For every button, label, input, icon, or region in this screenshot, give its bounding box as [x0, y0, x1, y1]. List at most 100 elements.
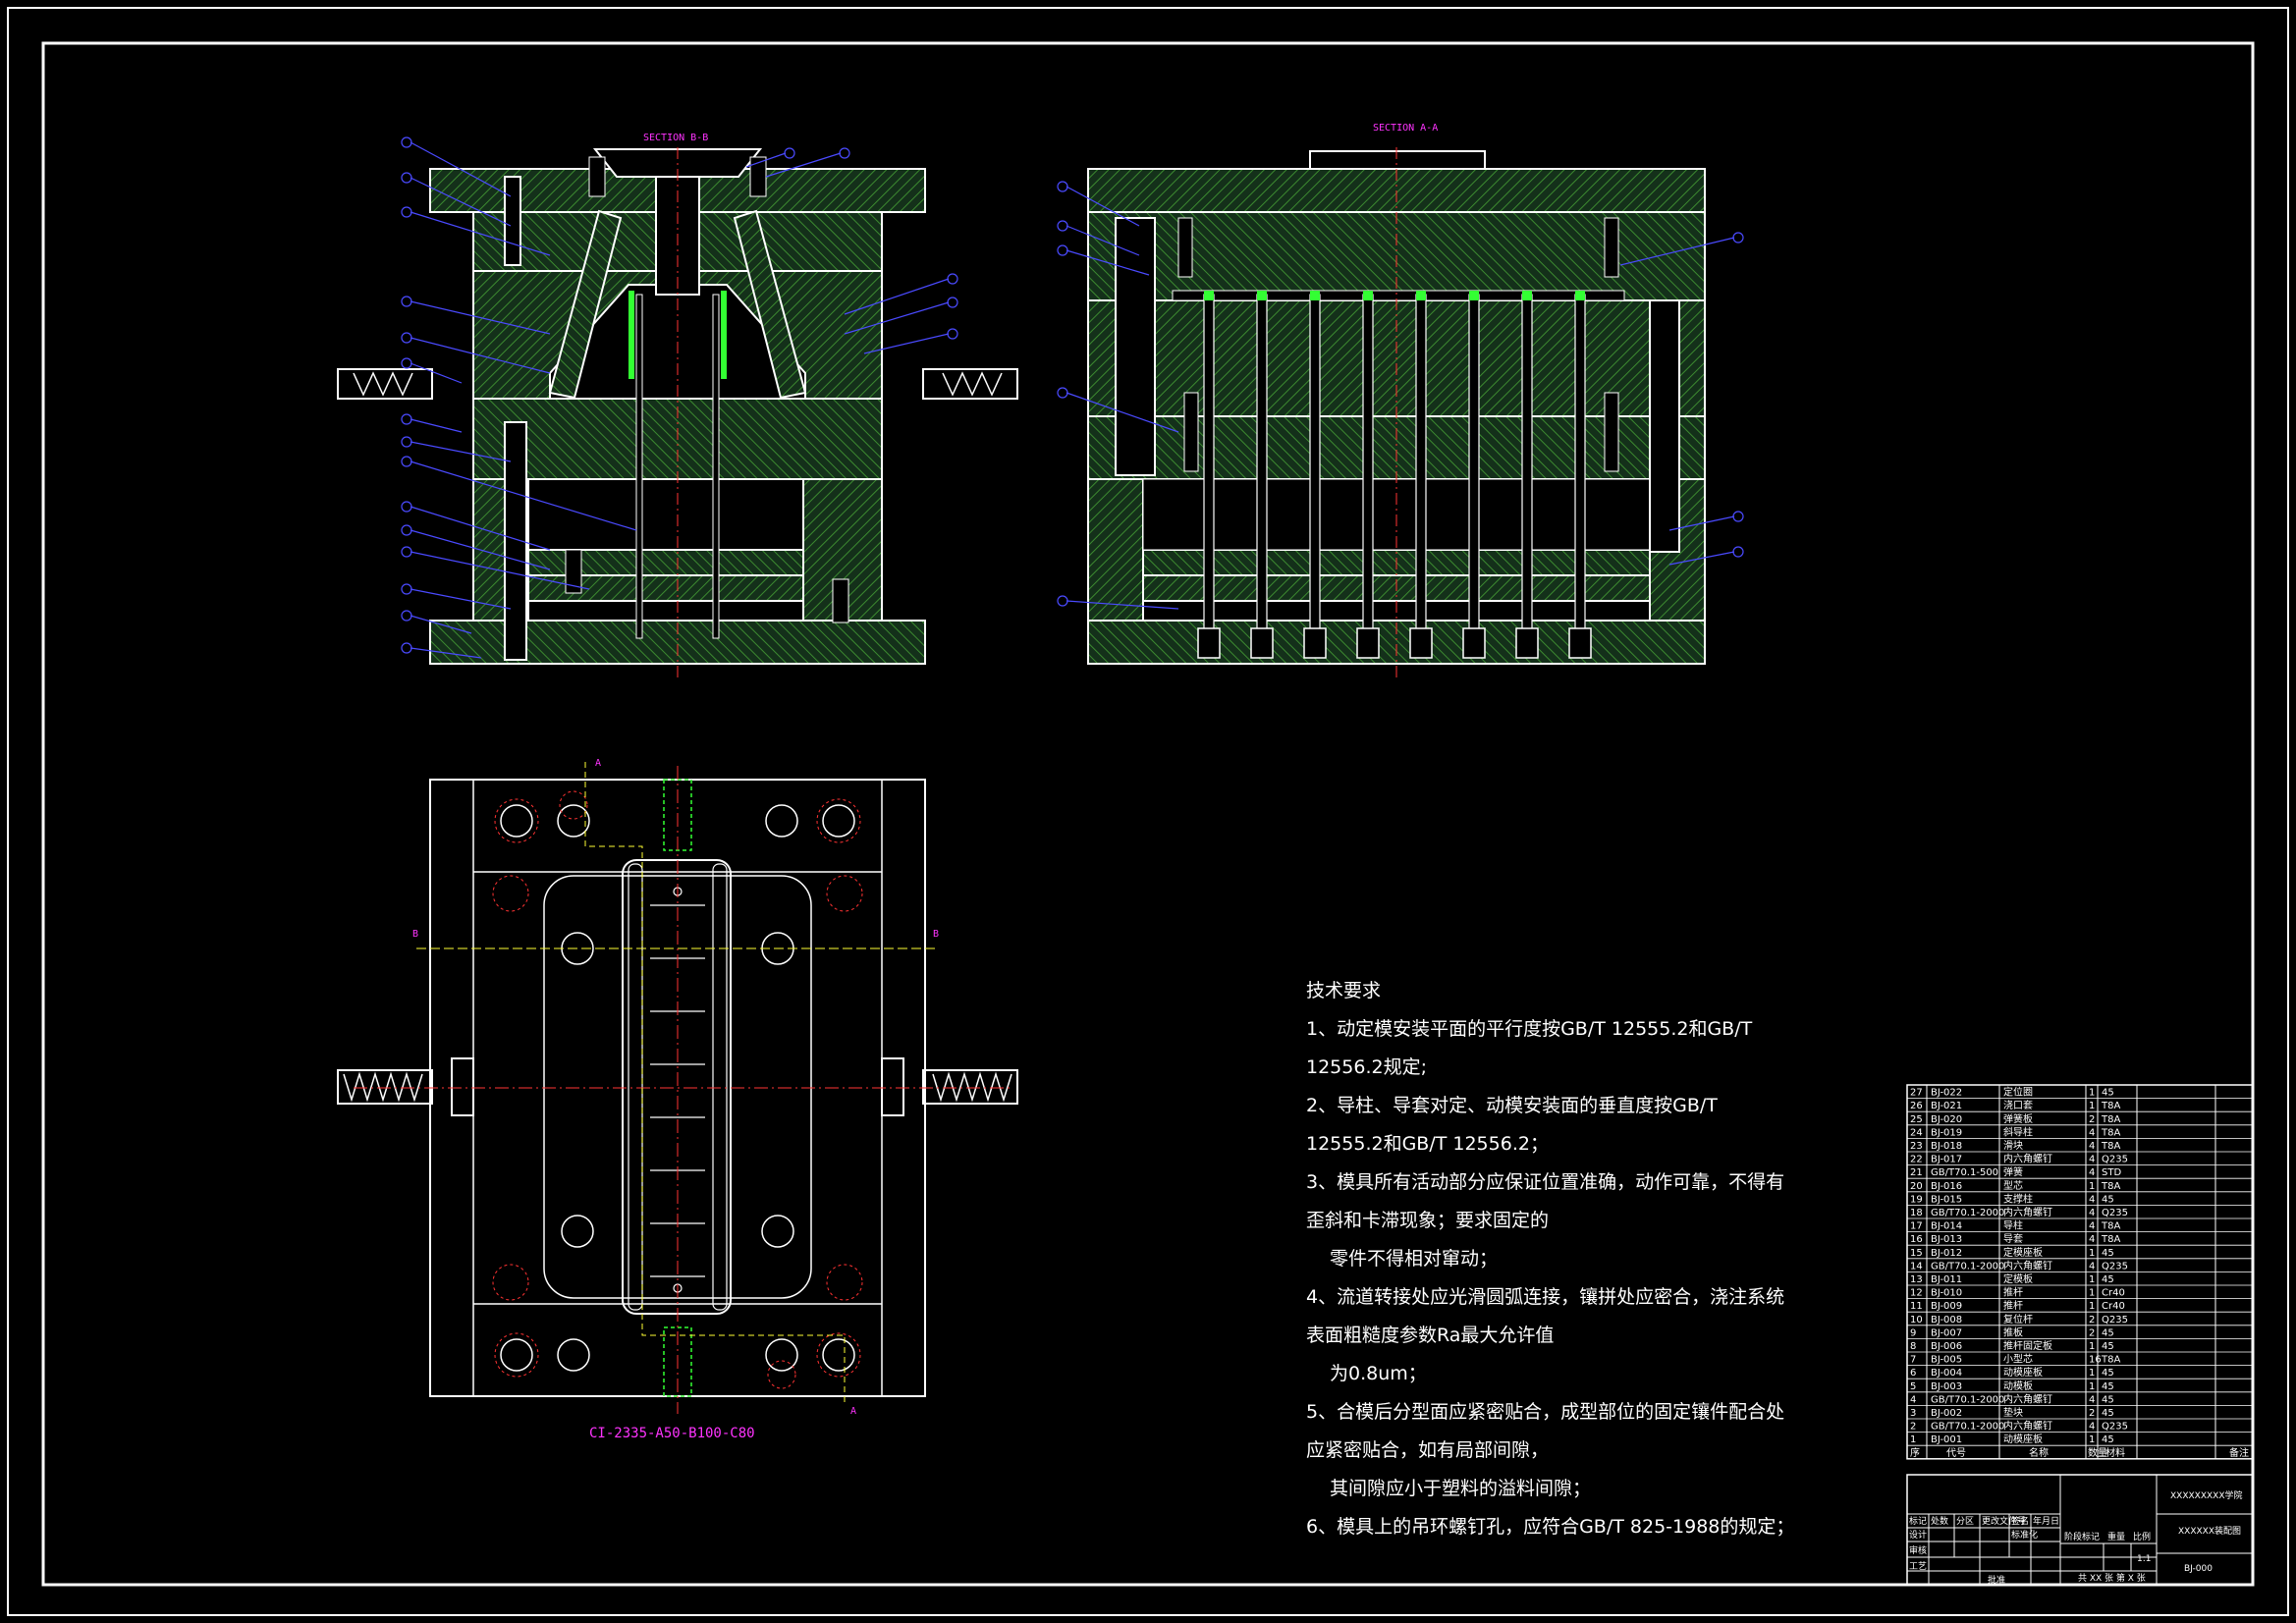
- bom-cell: 8: [1910, 1341, 1916, 1352]
- bom-cell: 13: [1910, 1274, 1923, 1285]
- bom-cell: T8A: [2101, 1181, 2120, 1192]
- bom-cell: Q235: [2102, 1208, 2128, 1218]
- bom-cell: 1: [2089, 1434, 2095, 1445]
- bom-header-cell: 名称: [2029, 1446, 2049, 1459]
- bom-cell: 1: [2089, 1368, 2095, 1379]
- tb-label-scale: 比例: [2133, 1531, 2151, 1542]
- bom-cell: 型芯: [2003, 1179, 2023, 1192]
- bom-cell: 45: [2102, 1434, 2114, 1445]
- bom-header-cell: 数量: [2088, 1446, 2107, 1459]
- bom-cell: 9: [1910, 1327, 1916, 1338]
- bom-header-cell: 材料: [2105, 1446, 2125, 1459]
- bom-cell: 4: [2089, 1394, 2095, 1405]
- plan-view: A A B B CI-2335-A50-B100-C80: [337, 758, 1018, 1441]
- cut-letter-a-bottom: A: [850, 1406, 856, 1417]
- bom-cell: 推杆: [2003, 1299, 2023, 1312]
- bom-cell: BJ-009: [1931, 1301, 1962, 1312]
- bom-cell: 6: [1910, 1368, 1916, 1379]
- bom-cell: BJ-022: [1931, 1088, 1962, 1099]
- bom-cell: 4: [2089, 1234, 2095, 1245]
- bom-cell: 支撑柱: [2003, 1192, 2033, 1205]
- bom-cell: 内六角螺钉: [2003, 1259, 2052, 1271]
- bom-cell: 26: [1910, 1101, 1923, 1111]
- bom-cell: 浇口套: [2003, 1099, 2033, 1111]
- bom-cell: BJ-021: [1931, 1101, 1962, 1111]
- bom-cell: 小型芯: [2003, 1353, 2033, 1366]
- bom-cell: Q235: [2102, 1315, 2128, 1325]
- tech-item-2: 2、导柱、导套对定、动模安装面的垂直度按GB/T 12555.2和GB/T 12…: [1306, 1095, 1718, 1155]
- bom-cell: BJ-014: [1931, 1221, 1962, 1232]
- bom-cell: Cr40: [2102, 1288, 2125, 1299]
- cut-letter-a-top: A: [595, 758, 601, 769]
- bom-cell: 推杆: [2003, 1286, 2023, 1299]
- bom-cell: 4: [2089, 1127, 2095, 1138]
- tb-label-sign: 签名: [2011, 1515, 2029, 1527]
- bom-cell: T8A: [2101, 1114, 2120, 1125]
- bom-cell: 动模板: [2003, 1380, 2033, 1392]
- bom-cell: 导柱: [2003, 1219, 2023, 1232]
- bom-cell: T8A: [2101, 1221, 2120, 1232]
- bom-cell: BJ-002: [1931, 1408, 1962, 1419]
- bom-cell: 4: [2089, 1261, 2095, 1271]
- bom-header-cell: 备注: [2229, 1446, 2249, 1459]
- tb-label-approve: 批准: [1988, 1574, 2005, 1586]
- bom-cell: 4: [2089, 1141, 2095, 1152]
- bom-cell: BJ-008: [1931, 1315, 1962, 1325]
- bom-cell: 4: [2089, 1155, 2095, 1165]
- tb-label-count: 处数: [1931, 1515, 1948, 1527]
- section-a-label: SECTION A-A: [1373, 123, 1438, 134]
- bom-cell: 25: [1910, 1114, 1923, 1125]
- bom-cell: 17: [1910, 1221, 1923, 1232]
- bom-cell: 1: [1910, 1434, 1916, 1445]
- bom-cell: T8A: [2101, 1141, 2120, 1152]
- bom-cell: 1: [2089, 1274, 2095, 1285]
- bom-cell: 45: [2102, 1341, 2114, 1352]
- bom-cell: 10: [1910, 1315, 1923, 1325]
- bom-cell: 2: [2089, 1327, 2095, 1338]
- bom-cell: 18: [1910, 1208, 1923, 1218]
- bom-cell: 45: [2102, 1248, 2114, 1259]
- bom-cell: BJ-005: [1931, 1355, 1962, 1366]
- bom-cell: 1: [2089, 1248, 2095, 1259]
- bom-cell: 动模座板: [2003, 1366, 2043, 1379]
- tech-item-5-cont: 其间隙应小于塑料的溢料间隙；: [1330, 1478, 1592, 1499]
- bom-cell: Q235: [2102, 1155, 2128, 1165]
- bom-cell: 27: [1910, 1088, 1923, 1099]
- bom-cell: 1: [2089, 1088, 2095, 1099]
- bom-cell: 4: [1910, 1394, 1916, 1405]
- bom-cell: 2: [2089, 1315, 2095, 1325]
- bom-cell: 16: [1910, 1234, 1923, 1245]
- bom-cell: Q235: [2102, 1261, 2128, 1271]
- tech-item-4-cont: 为0.8um；: [1330, 1363, 1427, 1384]
- bom-cell: 1: [2089, 1288, 2095, 1299]
- bom-cell: 4: [2089, 1167, 2095, 1178]
- bom-cell: 19: [1910, 1194, 1923, 1205]
- bom-cell: 45: [2102, 1088, 2114, 1099]
- bom-cell: 内六角螺钉: [2003, 1420, 2052, 1433]
- bom-cell: STD: [2102, 1167, 2121, 1178]
- bom-cell: 内六角螺钉: [2003, 1206, 2052, 1218]
- bom-cell: 21: [1910, 1167, 1923, 1178]
- bom-cell: 推杆固定板: [2003, 1339, 2052, 1352]
- bom-cell: BJ-006: [1931, 1341, 1962, 1352]
- tech-title: 技术要求: [1306, 980, 1382, 1001]
- bom-cell: 24: [1910, 1127, 1923, 1138]
- bom-cell: BJ-015: [1931, 1194, 1962, 1205]
- bom-cell: 弹簧板: [2003, 1112, 2033, 1125]
- bom-cell: BJ-012: [1931, 1248, 1962, 1259]
- bom-cell: 垫块: [2003, 1406, 2023, 1419]
- title-block: XXXXXXXXX学院 XXXXXX装配图 BJ-000 1:1 共 XX 张 …: [1906, 1474, 2254, 1586]
